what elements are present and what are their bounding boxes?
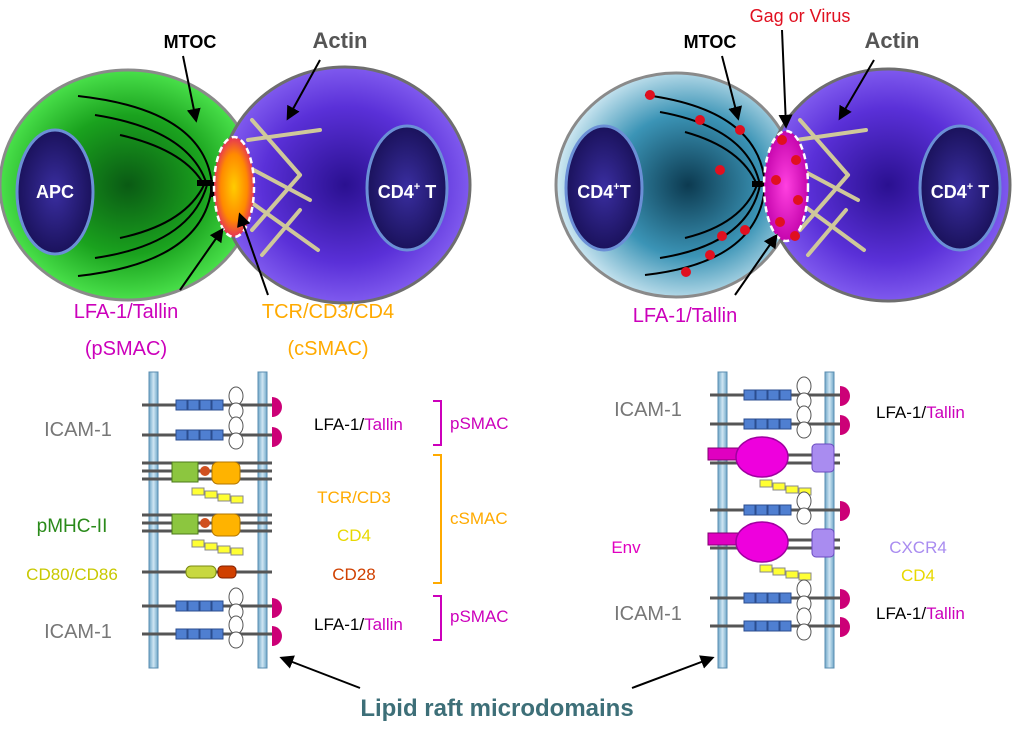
icam-lfa-pair (710, 607, 850, 641)
lfa-tallin-label: LFA-1/Tallin (74, 301, 179, 323)
lfa-tallin-label: LFA-1/Tallin (876, 403, 965, 422)
psmac-label: (pSMAC) (85, 338, 167, 360)
lipid-raft-label: Lipid raft microdomains (360, 695, 633, 722)
psmac-arrow (179, 227, 224, 291)
lfa-tallin-label-right: LFA-1/Tallin (633, 305, 738, 327)
psmac-bracket (433, 595, 442, 641)
csmac-bracket (433, 454, 442, 584)
apc-nucleus (15, 128, 95, 256)
gag-virus-label: Gag or Virus (750, 6, 851, 26)
virological-synapse (762, 129, 810, 243)
icam-lfa-pair (142, 386, 282, 420)
lfa-tallin-label: LFA-1/Tallin (314, 415, 403, 434)
icam1-label: ICAM-1 (44, 419, 112, 441)
microtubules-right (644, 94, 766, 276)
infected-cell-label: CD4+T (577, 181, 630, 202)
pmhc-tcr-complex (142, 461, 272, 504)
csmac-arrow (237, 212, 269, 296)
mtoc-label-right: MTOC (684, 32, 737, 52)
pmhc-tcr-complex (142, 513, 272, 556)
csmac-bracket-label: cSMAC (450, 509, 508, 528)
env-receptor-complex (707, 436, 840, 496)
actin-filaments (246, 118, 322, 257)
mtoc-arrow-right (721, 55, 742, 121)
cxcr4-label: CXCR4 (889, 538, 947, 557)
cd28-label: CD28 (332, 565, 375, 584)
env-label: Env (611, 538, 641, 557)
left-cell-pair: APC CD4+ T MTOC Actin LFA-1/Tallin (pSMA… (0, 28, 472, 360)
lfa-arrow-right (734, 233, 778, 296)
icam1-label: ICAM-1 (614, 603, 682, 625)
actin-arrow-right (838, 59, 875, 121)
right-membrane-schematic: ICAM-1 Env ICAM-1 LFA-1/Tallin CXCR4 CD4… (611, 371, 965, 669)
cd4-label: CD4 (337, 526, 371, 545)
target-cell-nucleus (918, 124, 1002, 252)
actin-arrow (286, 59, 321, 121)
csmac-label: (cSMAC) (287, 338, 368, 360)
icam-lfa-pair (142, 587, 282, 621)
mtoc-label: MTOC (164, 32, 217, 52)
psmac-bracket-label: pSMAC (450, 607, 509, 626)
icam-lfa-pair (710, 376, 850, 410)
apc-label: APC (36, 182, 74, 202)
psmac-bracket-label: pSMAC (450, 414, 509, 433)
cd4-label: CD4 (901, 566, 935, 585)
t-cell-label: CD4+ T (378, 181, 436, 202)
gag-arrow (778, 29, 793, 129)
footer-arrow-right (631, 655, 715, 689)
target-cell-membrane (824, 371, 835, 669)
actin-label: Actin (313, 28, 368, 53)
t-cell-membrane (257, 371, 268, 669)
immunological-synapse (212, 135, 256, 239)
icam1-label: ICAM-1 (44, 621, 112, 643)
tcr-cd3-label: TCR/CD3 (317, 488, 391, 507)
icam-lfa-pair (710, 491, 850, 525)
right-cell-pair: CD4+T CD4+ T Gag or Virus MTOC Actin LFA… (554, 6, 1012, 327)
infected-cell-nucleus (564, 124, 644, 252)
pmhc-label: pMHC-II (37, 516, 108, 537)
icam-lfa-pair (710, 405, 850, 439)
footer-arrow-left (279, 655, 361, 689)
psmac-bracket (433, 400, 442, 446)
env-receptor-complex (707, 521, 840, 581)
mtoc-arrow (182, 55, 201, 123)
virus-particles (645, 90, 803, 277)
actin-label-right: Actin (865, 28, 920, 53)
icam-lfa-pair (142, 615, 282, 649)
tcr-cd3-cd4-label: TCR/CD3/CD4 (262, 301, 394, 323)
lfa-tallin-label: LFA-1/Tallin (876, 604, 965, 623)
target-cell-label: CD4+ T (931, 181, 989, 202)
mtoc-icon (197, 180, 216, 197)
cd80-cd86-label: CD80/CD86 (26, 565, 118, 584)
t-cell-nucleus (365, 124, 449, 252)
left-membrane-schematic: ICAM-1 pMHC-II CD80/CD86 ICAM-1 LFA-1/Ta… (26, 371, 509, 669)
cd80-cd28-pair (142, 565, 272, 579)
icam-lfa-pair (142, 416, 282, 450)
icam1-label: ICAM-1 (614, 399, 682, 421)
infected-cell-membrane (717, 371, 728, 669)
apc-membrane (148, 371, 159, 669)
microtubules (77, 95, 213, 277)
lfa-tallin-label: LFA-1/Tallin (314, 615, 403, 634)
